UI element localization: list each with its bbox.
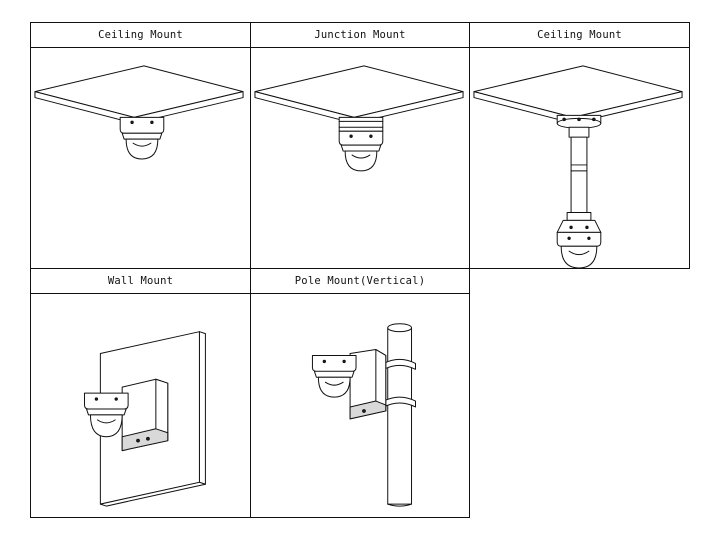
ceiling-pendant-mount-illustration bbox=[470, 48, 689, 268]
junction-mount-drawing bbox=[254, 65, 464, 172]
dome-camera bbox=[338, 130, 384, 172]
vertical-pole bbox=[387, 323, 413, 507]
dome-camera bbox=[119, 116, 165, 160]
ceiling-flange bbox=[556, 114, 602, 138]
junction-box bbox=[338, 116, 384, 132]
ceiling-mount-drawing bbox=[34, 65, 244, 160]
pole-mount-drawing bbox=[311, 323, 416, 507]
wall-mount-illustration bbox=[31, 294, 250, 517]
wall-mount-drawing bbox=[84, 331, 206, 507]
panel-title: Junction Mount bbox=[251, 23, 469, 48]
junction-mount-illustration bbox=[251, 48, 469, 268]
pole-mount-illustration bbox=[251, 294, 469, 517]
junction-mount-panel: Junction Mount bbox=[250, 22, 470, 269]
wall-bracket bbox=[121, 378, 169, 452]
wall-mount-panel: Wall Mount bbox=[30, 268, 251, 518]
pendant-adapter bbox=[556, 212, 602, 233]
ceiling-slab bbox=[34, 65, 244, 124]
ceiling-mount-panel: Ceiling Mount bbox=[30, 22, 251, 269]
pole-bracket bbox=[349, 349, 387, 420]
panel-title: Ceiling Mount bbox=[31, 23, 250, 48]
panel-title: Ceiling Mount bbox=[470, 23, 689, 48]
ceiling-mount-illustration bbox=[31, 48, 250, 268]
ceiling-slab bbox=[254, 65, 464, 124]
ceiling-slab bbox=[473, 65, 683, 124]
dome-camera bbox=[556, 231, 602, 268]
dome-camera bbox=[311, 354, 357, 398]
dome-camera bbox=[84, 392, 129, 438]
panel-title: Wall Mount bbox=[31, 269, 250, 294]
ceiling-pendant-mount-drawing bbox=[473, 65, 683, 268]
pendant-pipe bbox=[570, 136, 588, 213]
ceiling-pendant-mount-panel: Ceiling Mount bbox=[469, 22, 690, 269]
pole-mount-panel: Pole Mount(Vertical) bbox=[250, 268, 470, 518]
panel-title: Pole Mount(Vertical) bbox=[251, 269, 469, 294]
pole-clamps bbox=[383, 358, 416, 408]
